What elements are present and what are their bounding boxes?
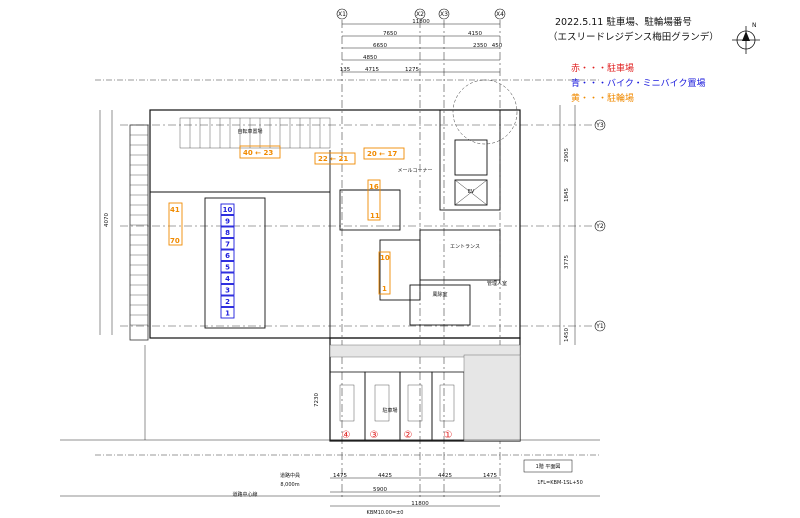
bicycle-marker: 11: [370, 212, 380, 220]
dim-top-d4: 1275: [405, 67, 419, 73]
label-manager: 管理人室: [487, 280, 507, 287]
label-road-center: 道路中心線: [232, 491, 257, 498]
legend-red: 赤・・・駐車場: [571, 64, 635, 74]
car-space-4: ④: [342, 430, 351, 441]
dim-left-2: 7230: [314, 393, 320, 407]
bike-slot-number: 3: [225, 287, 230, 295]
floor-title-box: [523, 459, 573, 473]
bike-slot-box: [220, 238, 235, 250]
dim-top-b: 4150: [468, 31, 482, 37]
bicycle-marker-box: [239, 145, 281, 159]
dim-bottom-total2: 11800: [411, 501, 429, 507]
grid-bubble-y1: [594, 320, 606, 332]
bicycle-marker-box: [363, 147, 405, 160]
grid-label-x3: X3: [440, 11, 448, 18]
car-space-1: ①: [444, 430, 453, 441]
label-entrance: エントランス: [450, 244, 480, 250]
grid-bubble-x4: [494, 8, 506, 20]
bicycle-marker: 16: [369, 183, 379, 191]
bike-slot-number: 7: [225, 241, 230, 249]
header-title: 2022.5.11 駐車場、駐輪場番号: [555, 17, 692, 28]
legend-blue: 青・・・バイク・ミニバイク置場: [571, 79, 706, 89]
north-arrow-icon: [732, 26, 760, 54]
bike-slot-box: [220, 215, 235, 227]
bike-slot-number: 8: [225, 229, 230, 237]
bike-slot-box: [220, 226, 235, 238]
label-mail: メールコーナー: [398, 168, 433, 174]
bicycle-marker: 1: [382, 285, 387, 293]
dim-top-c1: 6650: [373, 43, 387, 49]
dim-top-d3: 4715: [365, 67, 379, 73]
grid-bubble-y2: [594, 220, 606, 232]
dim-top-a: 7650: [383, 31, 397, 37]
bike-slot-box: [220, 307, 235, 319]
label-park-area: 駐車場: [382, 407, 397, 414]
north-label: N: [752, 22, 757, 29]
bike-slot-number: 10: [223, 206, 233, 214]
grid-label-y2: Y2: [595, 223, 604, 230]
label-wind-room: 風除室: [432, 291, 447, 298]
dim-bottom-3: 4425: [438, 473, 452, 479]
dim-bottom-2: 4425: [378, 473, 392, 479]
dim-top-c3: 450: [492, 43, 503, 49]
label-ev: EV: [468, 189, 475, 195]
bike-slot-box: [220, 272, 235, 284]
dim-top-d2: 135: [340, 67, 351, 73]
grid-label-x2: X2: [416, 11, 424, 18]
label-road-value: 8,000m: [280, 482, 299, 488]
bike-slot-number: 5: [225, 264, 230, 272]
label-road-width: 道路中員: [280, 472, 300, 479]
grid-bubble-x2: [414, 8, 426, 20]
bike-slot-number: 1: [225, 310, 230, 318]
bicycle-marker-box: [314, 152, 356, 165]
bicycle-marker: 41: [170, 206, 180, 214]
grid-label-y1: Y1: [595, 323, 604, 330]
bicycle-marker: 40 ← 23: [243, 149, 273, 157]
label-kbm: KBM10.00=±0: [367, 510, 404, 516]
dim-bottom-4: 1475: [483, 473, 497, 479]
dim-left-1: 4070: [104, 213, 110, 227]
dim-right-4: 1450: [564, 328, 570, 342]
bicycle-marker: 70: [170, 237, 180, 245]
label-parking-room: 自転車置場: [237, 128, 262, 135]
legend-yellow: 黄・・・駐輪場: [571, 94, 635, 104]
dim-top-c2: 2350: [473, 43, 487, 49]
dim-right-1: 2905: [564, 148, 570, 162]
car-space-2: ②: [404, 430, 413, 441]
grid-bubble-x3: [438, 8, 450, 20]
bike-slot-box: [220, 295, 235, 307]
dim-bottom-1: 1475: [333, 473, 347, 479]
bicycle-marker-box: [378, 251, 391, 295]
dim-top-total: 11800: [412, 19, 430, 25]
bike-slot-box: [220, 261, 235, 273]
bicycle-marker: 22 ← 21: [318, 155, 348, 163]
bike-slot-number: 6: [225, 252, 230, 260]
bicycle-marker-box: [367, 179, 381, 221]
bike-slot-box: [220, 284, 235, 296]
bike-slot-number: 2: [225, 298, 230, 306]
dim-bottom-total: 5900: [373, 487, 387, 493]
grid-label-x4: X4: [496, 11, 504, 18]
header-subtitle: （エスリードレジデンス梅田グランデ）: [548, 32, 719, 43]
grid-label-x1: X1: [338, 11, 346, 18]
bike-slot-number: 9: [225, 218, 230, 226]
bike-slot-box: [220, 203, 235, 215]
label-floor-title: 1階 平面図: [536, 463, 561, 470]
car-space-3: ③: [370, 430, 379, 441]
bicycle-marker-box: [168, 202, 183, 246]
bicycle-marker: 20 ← 17: [367, 150, 397, 158]
label-level-note: 1FL=KBM-1SL+50: [537, 480, 583, 486]
bicycle-marker: 10: [380, 254, 390, 262]
dim-top-d1: 4850: [363, 55, 377, 61]
bike-slot-number: 4: [225, 275, 230, 283]
dim-right-2: 1845: [564, 188, 570, 202]
grid-bubble-y3: [594, 119, 606, 131]
grid-bubble-x1: [336, 8, 348, 20]
grid-label-y3: Y3: [595, 122, 604, 129]
dim-right-3: 3775: [564, 255, 570, 269]
bike-slot-box: [220, 249, 235, 261]
